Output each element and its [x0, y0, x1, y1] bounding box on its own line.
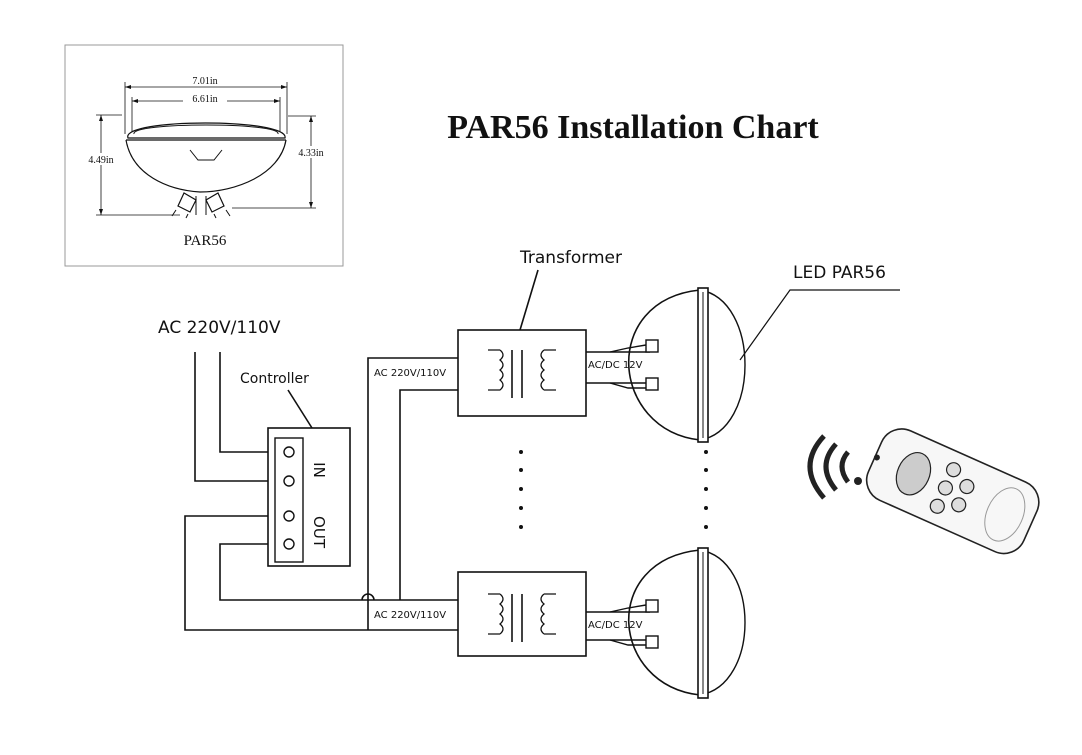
width-outer-label: 7.01in: [192, 76, 217, 87]
controller-label: Controller: [240, 371, 309, 387]
controller-box: IN OUT: [267, 427, 351, 567]
page-title: PAR56 Installation Chart: [447, 109, 819, 146]
led-par56-label: LED PAR56: [793, 263, 886, 283]
port-out-label: OUT: [310, 516, 328, 549]
par56-lamp-drawing: [125, 122, 287, 219]
terminal-out-1: [283, 510, 295, 522]
port-in-label: IN: [310, 462, 328, 478]
width-inner-label: 6.61in: [192, 94, 217, 105]
terminal-in-1: [283, 446, 295, 458]
dimension-panel: 7.01in 6.61in 4.49in 4.33in PAR56: [64, 44, 344, 267]
ac-input-label: AC 220V/110V: [158, 318, 281, 338]
terminal-out-2: [283, 538, 295, 550]
dimension-caption: PAR56: [184, 233, 227, 249]
wiring: [184, 269, 900, 641]
height-outer-label: 4.49in: [88, 155, 113, 166]
height-dimension-lines: [96, 114, 316, 216]
transformer-label: Transformer: [519, 248, 622, 268]
led-lamp-bottom: [609, 547, 746, 699]
lamp-terminals-bottom: [609, 599, 659, 649]
terminal-in-2: [283, 475, 295, 487]
wireless-signal-icon: [807, 434, 862, 500]
transformer-input-top-label: AC 220V/110V: [374, 368, 446, 379]
width-dimension-lines: [124, 82, 288, 134]
lamp-terminals-top: [609, 339, 659, 391]
transformer-top: [457, 329, 587, 417]
led-lamp-top: [609, 287, 746, 443]
transformer-bottom: [457, 571, 587, 657]
transformer-input-bottom-label: AC 220V/110V: [374, 610, 446, 621]
lamp-voltage-top-label: AC/DC 12V: [588, 360, 643, 371]
remote-control-icon: [865, 428, 1040, 555]
height-inner-label: 4.33in: [298, 148, 323, 159]
lamp-voltage-bottom-label: AC/DC 12V: [588, 620, 643, 631]
continuation-dots: [519, 450, 708, 529]
